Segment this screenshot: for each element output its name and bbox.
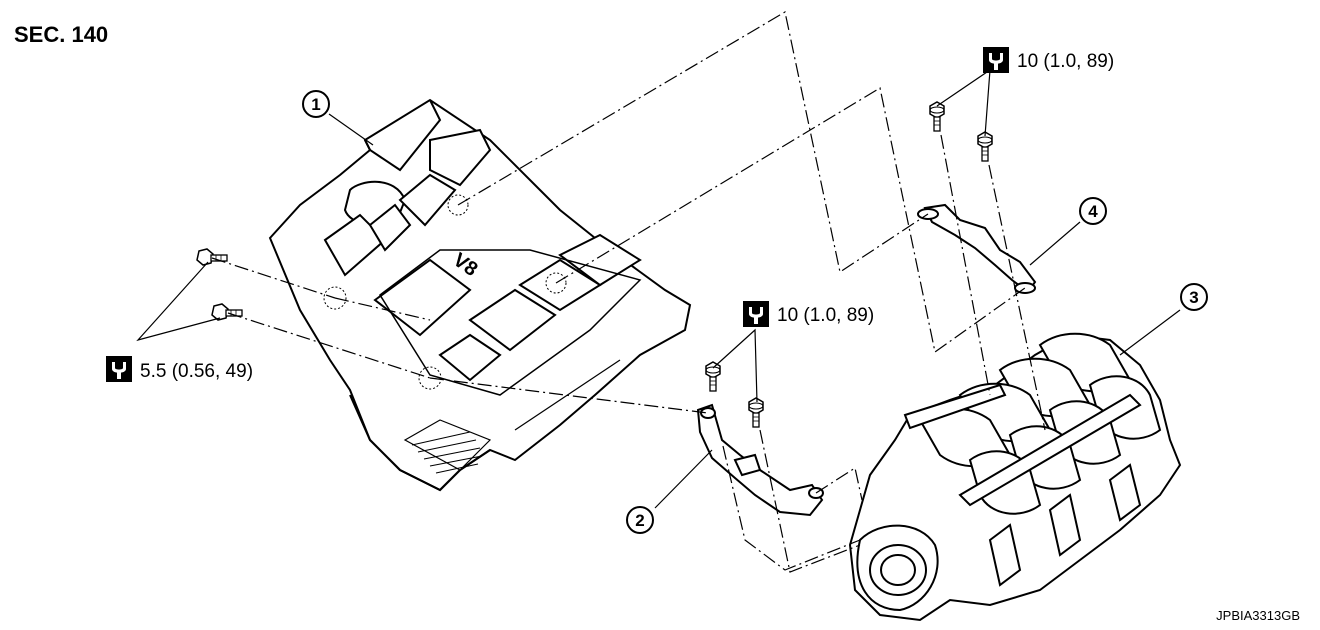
engine-cover (268, 98, 692, 492)
cover-bolt (196, 248, 228, 266)
torque-spec-left-text: 5.5 (0.56, 49) (140, 361, 253, 382)
torque-wrench-icon (106, 356, 132, 382)
cover-grommets (323, 194, 567, 390)
bracket-bolt (977, 131, 993, 162)
callout-4: 4 (1079, 197, 1107, 225)
alignment-lines (211, 11, 1046, 573)
torque-wrench-icon (743, 301, 769, 327)
callout-4-number: 4 (1088, 202, 1098, 221)
figure-code: JPBIA3313GB (1216, 608, 1300, 623)
bracket-bolt (748, 397, 764, 428)
torque-spec-upper: 10 (1.0, 89) (983, 47, 1114, 73)
torque-wrench-icon (983, 47, 1009, 73)
callout-2: 2 (626, 506, 654, 534)
intake-manifold (848, 332, 1182, 622)
callout-3-number: 3 (1189, 288, 1198, 307)
cover-bolt (211, 303, 243, 321)
callout-2-number: 2 (635, 511, 644, 530)
torque-spec-upper-text: 10 (1.0, 89) (1017, 51, 1114, 72)
torque-spec-left: 5.5 (0.56, 49) (106, 356, 253, 382)
upper-bracket (917, 203, 1037, 294)
callout-1: 1 (302, 90, 330, 118)
bracket-bolt (929, 101, 945, 132)
bracket-bolt (705, 361, 721, 392)
lower-bracket (696, 403, 824, 517)
callout-1-number: 1 (311, 95, 320, 114)
torque-spec-middle: 10 (1.0, 89) (743, 301, 874, 327)
section-title: SEC. 140 (14, 22, 109, 47)
torque-spec-middle-text: 10 (1.0, 89) (777, 305, 874, 326)
callout-3: 3 (1180, 283, 1208, 311)
